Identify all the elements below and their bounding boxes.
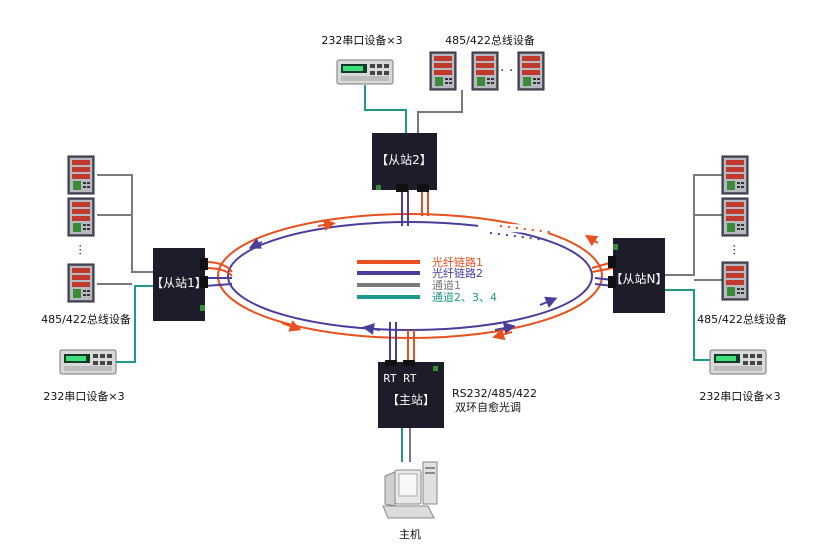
channel-wires bbox=[97, 85, 722, 462]
top-bus-devices: · · · 485/422总线设备 bbox=[429, 33, 545, 91]
right-bus-label: 485/422总线设备 bbox=[697, 312, 787, 326]
panel-meter-icon bbox=[67, 155, 95, 195]
top-bus-label: 485/422总线设备 bbox=[445, 33, 535, 47]
right-serial-label: 232串口设备×3 bbox=[699, 389, 780, 403]
multimeter-icon bbox=[709, 349, 767, 375]
slave-station-2-label: 【从站2】 bbox=[376, 153, 432, 167]
main-station-desc-line2: 双环自愈光调 bbox=[455, 400, 521, 414]
panel-meter-icon bbox=[721, 155, 749, 195]
top-serial-device: 232串口设备×3 bbox=[321, 33, 403, 85]
ellipsis-icon: ··· bbox=[73, 244, 87, 255]
slave-station-1-label: 【从站1】 bbox=[151, 276, 207, 290]
panel-meter-icon bbox=[517, 51, 545, 91]
fiber-link-1-ring bbox=[217, 213, 603, 339]
left-bus-devices: ··· 485/422总线设备 bbox=[41, 155, 131, 326]
ellipsis-icon: ··· bbox=[727, 244, 741, 255]
legend-label-channel-1: 通道1 bbox=[432, 278, 461, 292]
computer-icon bbox=[382, 461, 438, 519]
left-bus-label: 485/422总线设备 bbox=[41, 312, 131, 326]
right-serial-device: 232串口设备×3 bbox=[699, 349, 781, 403]
ellipsis-icon: · · · bbox=[500, 63, 522, 79]
left-serial-device: 232串口设备×3 bbox=[43, 349, 125, 403]
host-label: 主机 bbox=[399, 527, 421, 541]
main-station-label: 【主站】 bbox=[387, 393, 435, 407]
fiber-drops bbox=[204, 190, 614, 362]
panel-meter-icon bbox=[721, 197, 749, 237]
legend-label-fiber-1: 光纤链路1 bbox=[432, 255, 483, 269]
legend-label-channel-234: 通道2、3、4 bbox=[432, 290, 497, 304]
multimeter-icon bbox=[336, 59, 394, 85]
main-station-desc-line1: RS232/485/422 bbox=[452, 387, 537, 400]
fiber-ring bbox=[217, 213, 603, 341]
right-bus-devices: ··· 485/422总线设备 bbox=[697, 155, 787, 326]
legend-label-fiber-2: 光纤链路2 bbox=[432, 266, 483, 280]
fiber-dotted-continuation bbox=[489, 232, 546, 241]
slave-station-n-label: 【从站N】 bbox=[611, 272, 668, 286]
slave-station-1: 【从站1】 bbox=[151, 248, 208, 321]
panel-meter-icon bbox=[429, 51, 457, 91]
panel-meter-icon bbox=[471, 51, 499, 91]
legend: 光纤链路1 光纤链路2 通道1 通道2、3、4 bbox=[357, 255, 497, 304]
panel-meter-icon bbox=[67, 263, 95, 303]
slave-station-n: 【从站N】 bbox=[608, 238, 667, 313]
left-serial-label: 232串口设备×3 bbox=[43, 389, 124, 403]
fiber-link-2-ring bbox=[227, 221, 593, 331]
panel-meter-icon bbox=[67, 197, 95, 237]
top-serial-label: 232串口设备×3 bbox=[321, 33, 402, 47]
main-station: RT RT 【主站】 bbox=[378, 360, 444, 428]
panel-meter-icon bbox=[721, 261, 749, 301]
multimeter-icon bbox=[59, 349, 117, 375]
slave-station-2: 【从站2】 bbox=[372, 133, 437, 192]
main-station-rt-label: RT RT bbox=[383, 372, 416, 385]
